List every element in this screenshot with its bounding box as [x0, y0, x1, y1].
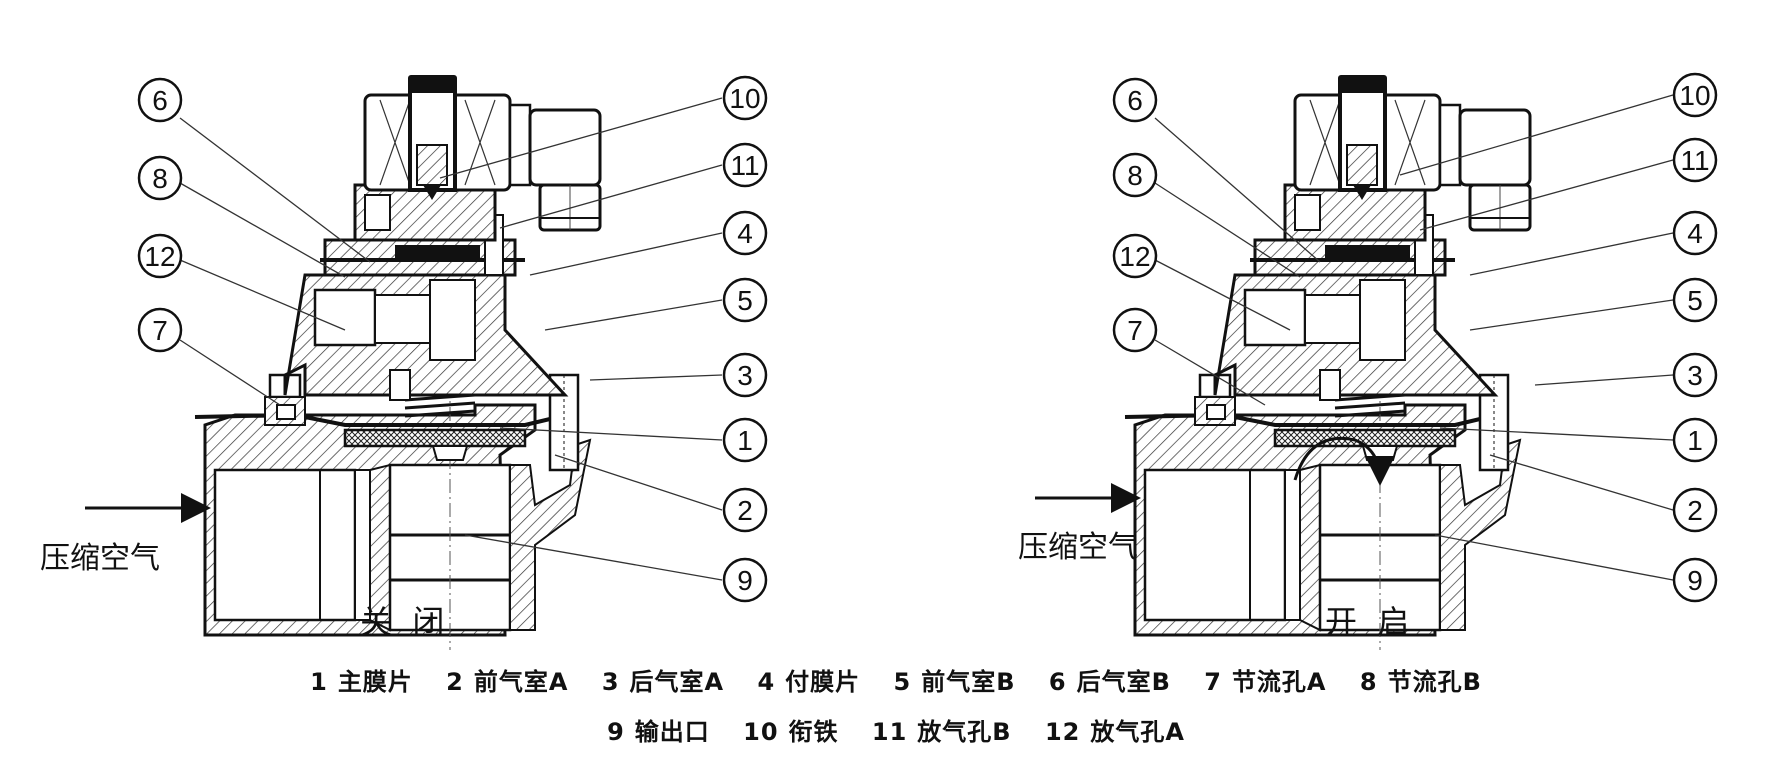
flow-arrow-open	[1293, 436, 1395, 486]
callout-9-open: 9	[1672, 557, 1718, 603]
callout-8-closed: 8	[137, 155, 183, 201]
svg-text:9: 9	[737, 565, 753, 596]
svg-text:7: 7	[1127, 315, 1143, 346]
callout-7-open: 7	[1112, 307, 1158, 353]
svg-text:5: 5	[737, 285, 753, 316]
svg-text:5: 5	[1687, 285, 1703, 316]
callout-12-closed: 12	[137, 233, 183, 279]
leader-lines-closed	[179, 97, 723, 581]
callout-4-closed: 4	[722, 210, 768, 256]
svg-text:11: 11	[730, 150, 759, 181]
callout-10-open: 10	[1672, 72, 1718, 118]
callout-5-open: 5	[1672, 277, 1718, 323]
callout-7-closed: 7	[137, 307, 183, 353]
callout-8-open: 8	[1112, 152, 1158, 198]
caption-closed: 关 闭	[360, 603, 444, 641]
svg-text:6: 6	[152, 85, 168, 116]
svg-text:8: 8	[152, 163, 168, 194]
svg-text:4: 4	[1687, 218, 1703, 249]
svg-text:1: 1	[1687, 425, 1703, 456]
callout-1-open: 1	[1672, 417, 1718, 463]
svg-text:1: 1	[737, 425, 753, 456]
callout-1-closed: 1	[722, 417, 768, 463]
inlet-label-closed: 压缩空气	[40, 541, 160, 576]
callout-2-open: 2	[1672, 487, 1718, 533]
valve-closed-drawing	[193, 73, 602, 652]
callout-12-open: 12	[1112, 233, 1158, 279]
callout-11-closed: 11	[722, 142, 768, 188]
leader-lines-open	[1154, 94, 1674, 581]
svg-text:2: 2	[737, 495, 753, 526]
svg-text:12: 12	[144, 241, 175, 272]
valve-open-drawing	[1123, 73, 1532, 652]
svg-text:2: 2	[1687, 495, 1703, 526]
callout-3-open: 3	[1672, 352, 1718, 398]
svg-text:10: 10	[729, 83, 760, 114]
svg-text:4: 4	[737, 218, 753, 249]
svg-text:7: 7	[152, 315, 168, 346]
svg-text:6: 6	[1127, 85, 1143, 116]
valve-open-view: 压缩空气 开 启 6 8 12 7 10 11 4 5 3 1 2 9	[1018, 72, 1718, 652]
callout-2-closed: 2	[722, 487, 768, 533]
callout-6-closed: 6	[137, 77, 183, 123]
svg-text:3: 3	[737, 360, 753, 391]
inlet-label-open: 压缩空气	[1018, 530, 1138, 565]
callout-4-open: 4	[1672, 210, 1718, 256]
callout-5-closed: 5	[722, 277, 768, 323]
valve-closed-view: 压缩空气 关 闭 6 8 12 7 10 11 4 5 3 1 2	[40, 73, 768, 652]
svg-text:3: 3	[1687, 360, 1703, 391]
svg-text:11: 11	[1680, 145, 1709, 176]
callout-11-open: 11	[1672, 137, 1718, 183]
caption-open: 开 启	[1325, 603, 1409, 641]
callout-3-closed: 3	[722, 352, 768, 398]
callout-9-closed: 9	[722, 557, 768, 603]
svg-text:12: 12	[1119, 241, 1150, 272]
svg-text:10: 10	[1679, 80, 1710, 111]
callout-6-open: 6	[1112, 77, 1158, 123]
svg-text:9: 9	[1687, 565, 1703, 596]
callout-10-closed: 10	[722, 75, 768, 121]
svg-text:8: 8	[1127, 160, 1143, 191]
